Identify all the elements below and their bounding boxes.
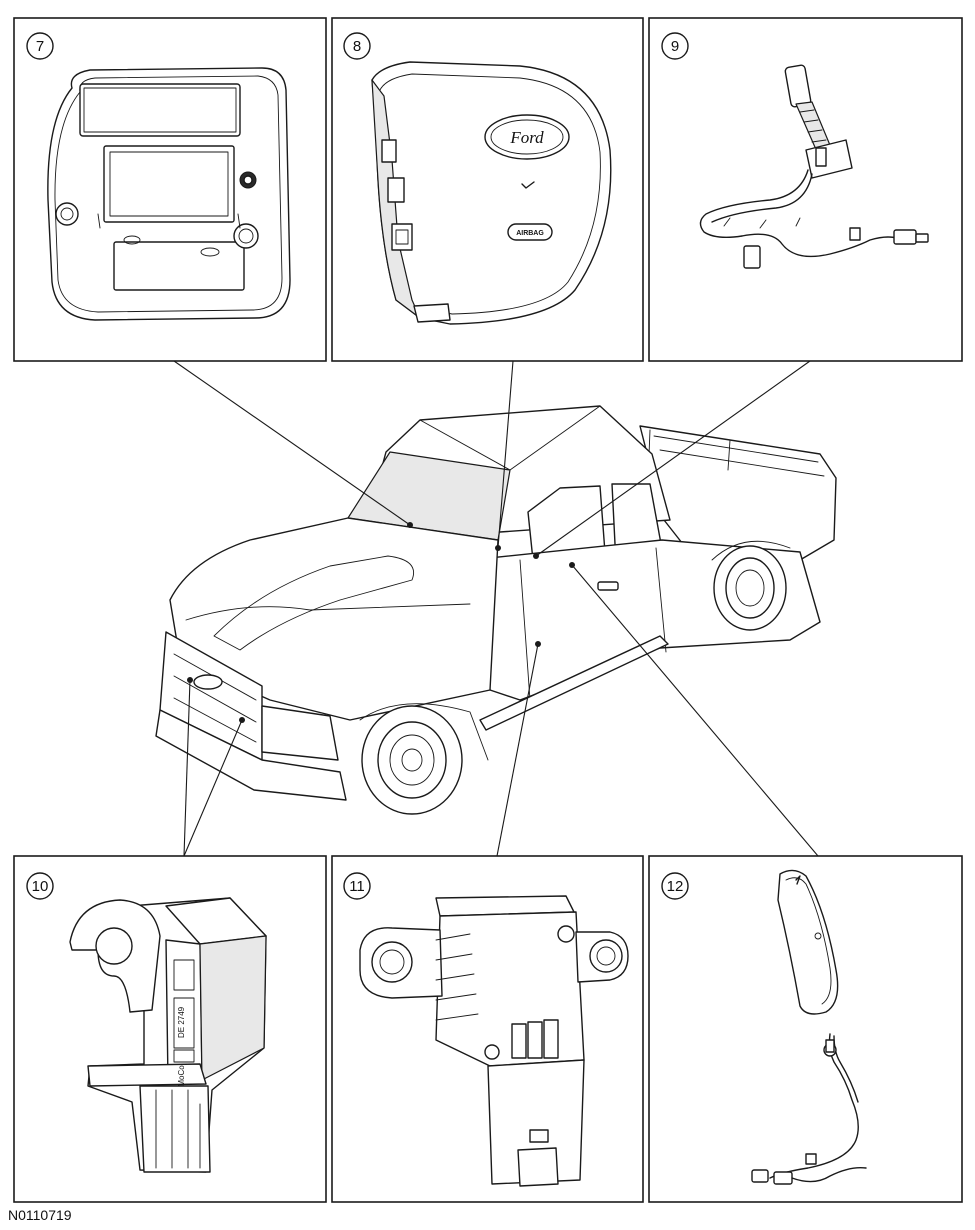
sensor-label-line-2: FoMoCo [177, 1065, 186, 1096]
seat-side-airbag-drawing [751, 869, 867, 1185]
figure-id-label: N0110719 [8, 1207, 72, 1223]
callout-8-label: 8 [353, 38, 361, 55]
leader-lines [173, 360, 819, 857]
seat-belt-buckle-drawing [699, 64, 929, 269]
driver-airbag-drawing: Ford AIRBAG [371, 61, 612, 325]
pickup-truck-drawing [155, 405, 837, 815]
callout-9: 9 [661, 32, 689, 60]
callout-11-label: 11 [349, 878, 365, 895]
callout-9-label: 9 [671, 38, 679, 55]
ford-logo-text: Ford [509, 128, 544, 147]
callout-7: 7 [26, 32, 54, 60]
front-impact-sensor-drawing: DE 2749 FoMoCo 7 1 [69, 897, 267, 1173]
callout-10-label: 10 [32, 878, 49, 895]
callout-7-label: 7 [36, 38, 44, 55]
callout-10: 10 [26, 872, 54, 900]
instrument-bezel-drawing [47, 67, 291, 321]
callout-12-label: 12 [667, 878, 684, 895]
side-impact-sensor-drawing [359, 895, 629, 1187]
callout-11: 11 [343, 872, 371, 900]
callout-12: 12 [661, 872, 689, 900]
airbag-label: AIRBAG [516, 230, 544, 237]
callout-8: 8 [343, 32, 371, 60]
sensor-label-line-1: DE 2749 [177, 1006, 186, 1038]
